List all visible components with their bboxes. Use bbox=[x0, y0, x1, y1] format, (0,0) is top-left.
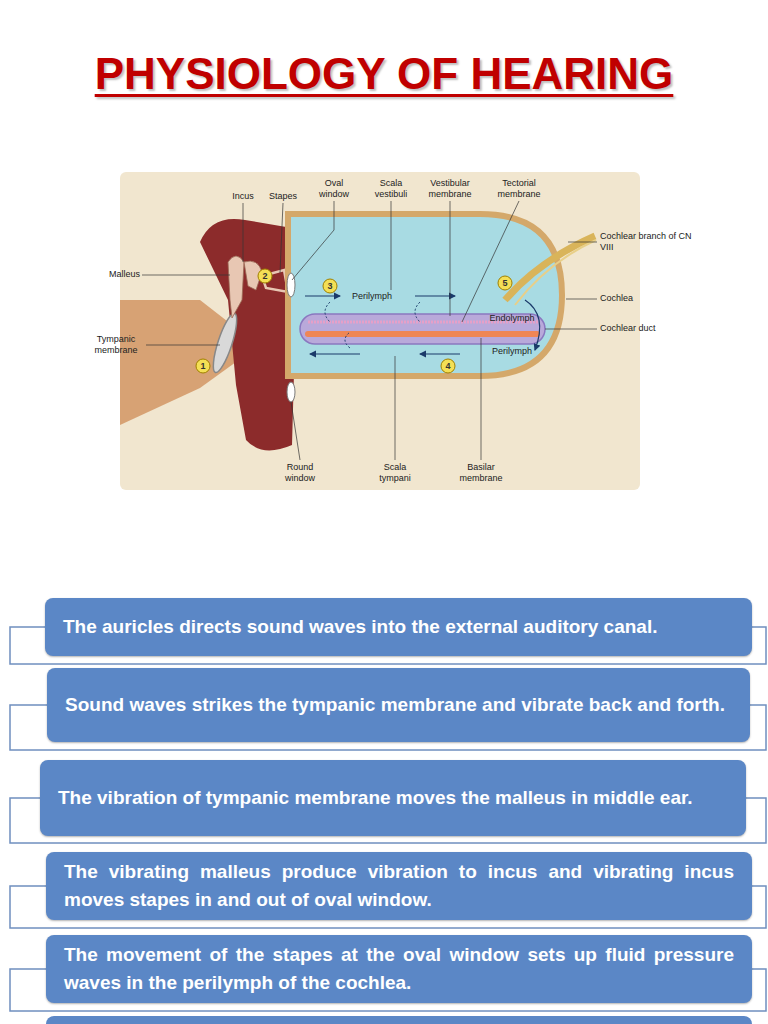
step-text: The vibration of tympanic membrane moves… bbox=[58, 784, 728, 812]
flow-arrow bbox=[415, 302, 420, 322]
page-title: PHYSIOLOGY OF HEARING bbox=[0, 46, 768, 102]
leader-line bbox=[566, 299, 597, 300]
part-label: Perilymph bbox=[487, 346, 537, 357]
leader-line bbox=[450, 201, 451, 316]
process-box: The movement of the stapes at the oval w… bbox=[46, 935, 752, 1003]
leader-line bbox=[391, 201, 392, 290]
callout-circle bbox=[498, 276, 512, 290]
leader-line bbox=[568, 242, 597, 243]
part-label: Cochlear duct bbox=[600, 323, 680, 334]
flow-arrow bbox=[305, 295, 340, 296]
part-label: Tectorial membrane bbox=[491, 178, 547, 200]
callout-number: 4 bbox=[441, 360, 455, 372]
callout-circle bbox=[258, 269, 272, 283]
flow-arrow bbox=[415, 295, 455, 296]
part-label: Incus bbox=[223, 191, 263, 202]
cochlear-nerve bbox=[515, 240, 596, 305]
callout-circle bbox=[441, 359, 455, 373]
leader-line bbox=[291, 402, 300, 460]
callout-number: 5 bbox=[498, 277, 512, 289]
middle-ear-cavity bbox=[200, 219, 296, 451]
process-box: The vibrating malleus produce vibration … bbox=[46, 852, 752, 920]
leader-line bbox=[545, 329, 597, 330]
part-label: Vestibular membrane bbox=[422, 178, 478, 200]
leader-line bbox=[243, 203, 244, 262]
leader-line bbox=[481, 338, 482, 460]
part-label: Scala vestibuli bbox=[368, 178, 414, 200]
cochlear-duct bbox=[300, 314, 545, 344]
process-box: Sound waves strikes the tympanic membran… bbox=[47, 668, 750, 742]
basilar-membrane bbox=[305, 331, 540, 337]
step-text: The vibrating malleus produce vibration … bbox=[64, 858, 734, 914]
partial-box bbox=[46, 1016, 752, 1024]
callout-number: 1 bbox=[196, 360, 210, 372]
part-label: Perilymph bbox=[347, 291, 397, 302]
part-label: Cochlea bbox=[600, 293, 660, 304]
leader-line bbox=[146, 345, 220, 346]
malleus-bone bbox=[228, 256, 244, 318]
part-label: Scala tympani bbox=[373, 462, 417, 484]
callout-circle bbox=[196, 359, 210, 373]
part-label: Basilar membrane bbox=[456, 462, 506, 484]
leader-line bbox=[280, 203, 283, 273]
part-label: Cochlear branch of CN VIII bbox=[600, 231, 696, 253]
leader-line bbox=[462, 201, 519, 322]
part-label: Malleus bbox=[90, 269, 140, 280]
part-label: Stapes bbox=[263, 191, 303, 202]
callout-number: 2 bbox=[258, 270, 272, 282]
flow-arrow bbox=[345, 332, 350, 348]
leader-line bbox=[292, 201, 334, 280]
oval-window bbox=[287, 273, 295, 297]
leader-line bbox=[395, 356, 396, 460]
flow-arrow bbox=[420, 353, 460, 354]
part-label: Round window bbox=[278, 462, 322, 484]
flow-arrow bbox=[325, 302, 330, 322]
step-text: The auricles directs sound waves into th… bbox=[63, 613, 734, 641]
step-text: Sound waves strikes the tympanic membran… bbox=[65, 691, 732, 719]
callout-circle bbox=[323, 279, 337, 293]
process-box: The auricles directs sound waves into th… bbox=[45, 598, 752, 656]
process-box: The vibration of tympanic membrane moves… bbox=[40, 760, 746, 836]
step-text: The movement of the stapes at the oval w… bbox=[64, 941, 734, 997]
flow-arrow bbox=[310, 353, 360, 354]
round-window bbox=[287, 382, 295, 402]
leader-line bbox=[142, 275, 230, 276]
cochlea-shell bbox=[288, 214, 562, 376]
part-label: Oval window bbox=[316, 178, 352, 200]
bone-background bbox=[120, 172, 640, 490]
part-label: Endolymph bbox=[487, 313, 537, 324]
tympanic-membrane bbox=[209, 311, 241, 374]
part-label: Tympanic membrane bbox=[88, 334, 144, 356]
flow-arrow bbox=[525, 300, 540, 350]
callout-number: 3 bbox=[323, 280, 337, 292]
